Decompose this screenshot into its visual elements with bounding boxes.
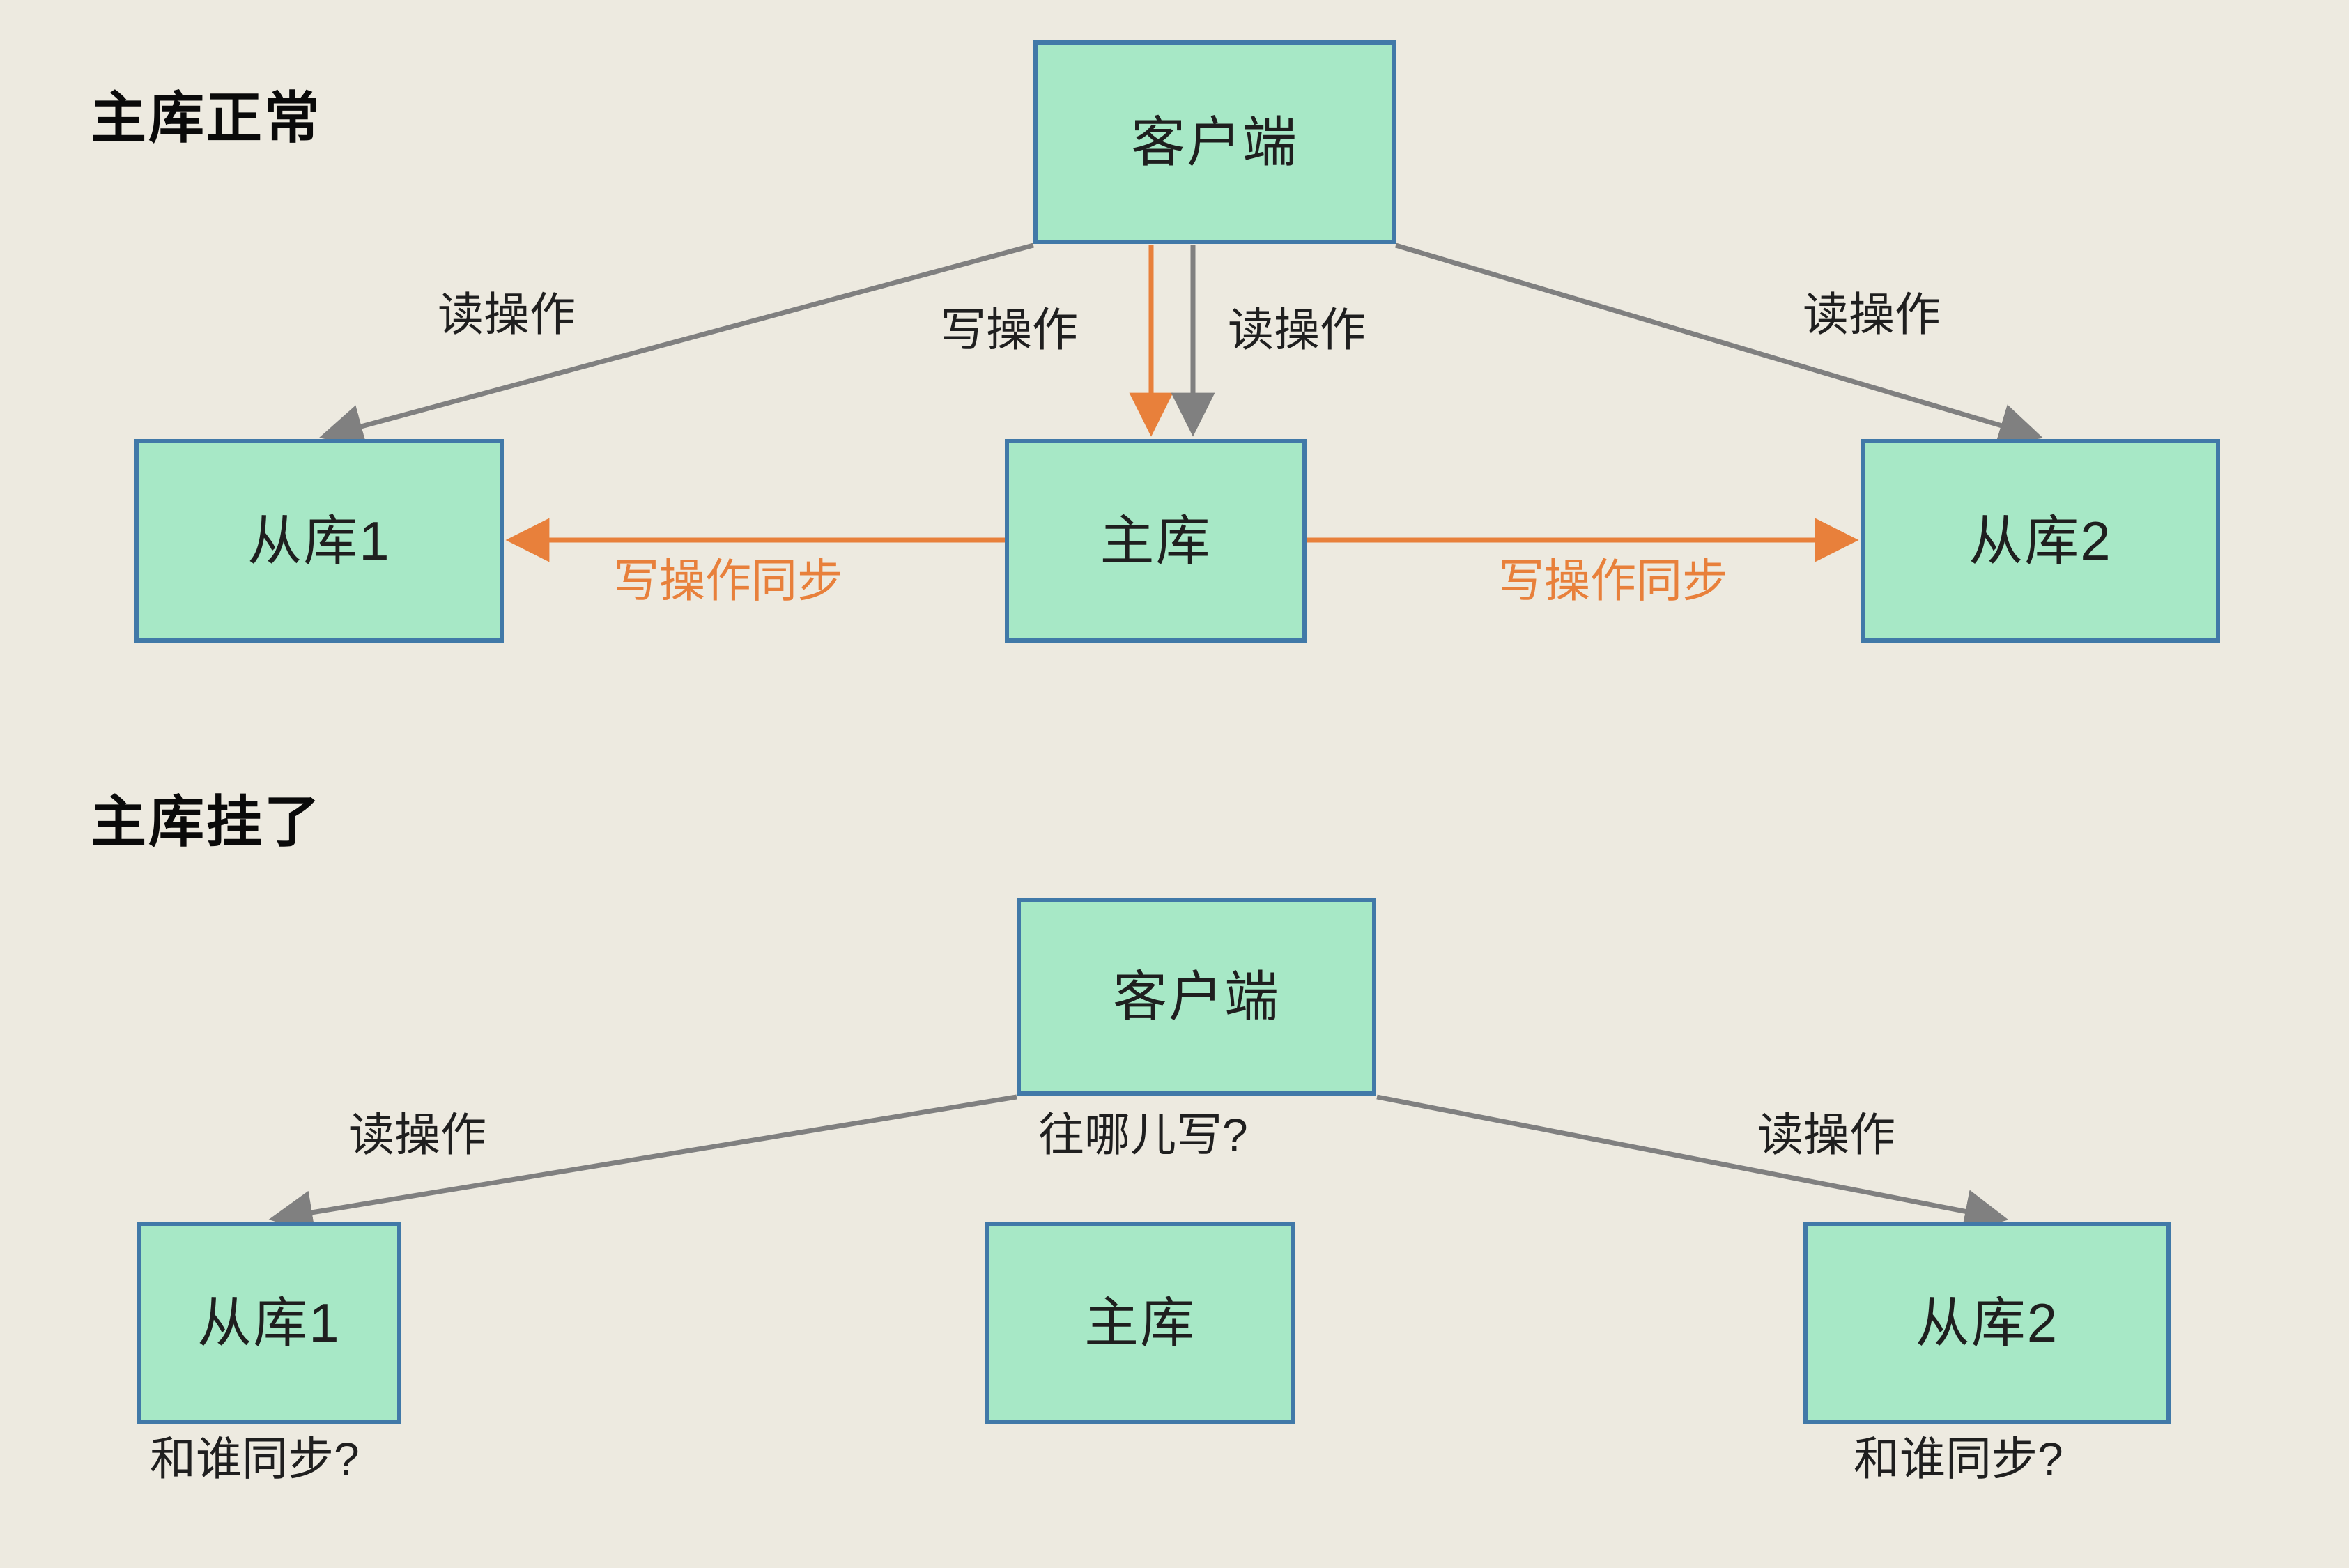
edge-label-sync-left-top: 写操作同步 <box>613 555 843 606</box>
arrow-top-client-to-slave2 <box>1395 243 2044 447</box>
edge-label-read-right-top: 读操作 <box>1803 289 1941 340</box>
node-slave2-top[interactable]: 从库2 <box>1861 439 2220 643</box>
edge-label-sync-question-left-bottom: 和谁同步? <box>150 1433 360 1484</box>
arrow-bottom-client-to-slave2 <box>1376 1094 2009 1233</box>
edge-label-sync-right-top: 写操作同步 <box>1498 555 1728 606</box>
arrow-top-client-to-slave1 <box>318 243 1034 448</box>
node-client-bottom[interactable]: 客户端 <box>1017 898 1376 1096</box>
panel-title-master-normal: 主库正常 <box>91 87 322 149</box>
node-master-top[interactable]: 主库 <box>1005 439 1307 643</box>
node-master-bottom[interactable]: 主库 <box>985 1222 1295 1424</box>
edge-label-read-right-bottom: 读操作 <box>1757 1109 1895 1160</box>
node-slave1-top[interactable]: 从库1 <box>134 439 504 643</box>
edge-label-write-top: 写操作 <box>940 304 1078 355</box>
panel-title-master-down: 主库挂了 <box>91 791 322 853</box>
node-slave2-bottom[interactable]: 从库2 <box>1803 1222 2171 1424</box>
node-client-top[interactable]: 客户端 <box>1033 40 1396 244</box>
edge-label-read-left-bottom: 读操作 <box>348 1109 486 1160</box>
edge-label-sync-question-right-bottom: 和谁同步? <box>1854 1433 2063 1484</box>
edge-label-read-left-top: 读操作 <box>438 289 576 340</box>
edge-label-read-mid-top: 读操作 <box>1228 304 1366 355</box>
node-slave1-bottom[interactable]: 从库1 <box>137 1222 401 1424</box>
edge-label-write-where-bottom: 往哪儿写? <box>1038 1109 1248 1160</box>
